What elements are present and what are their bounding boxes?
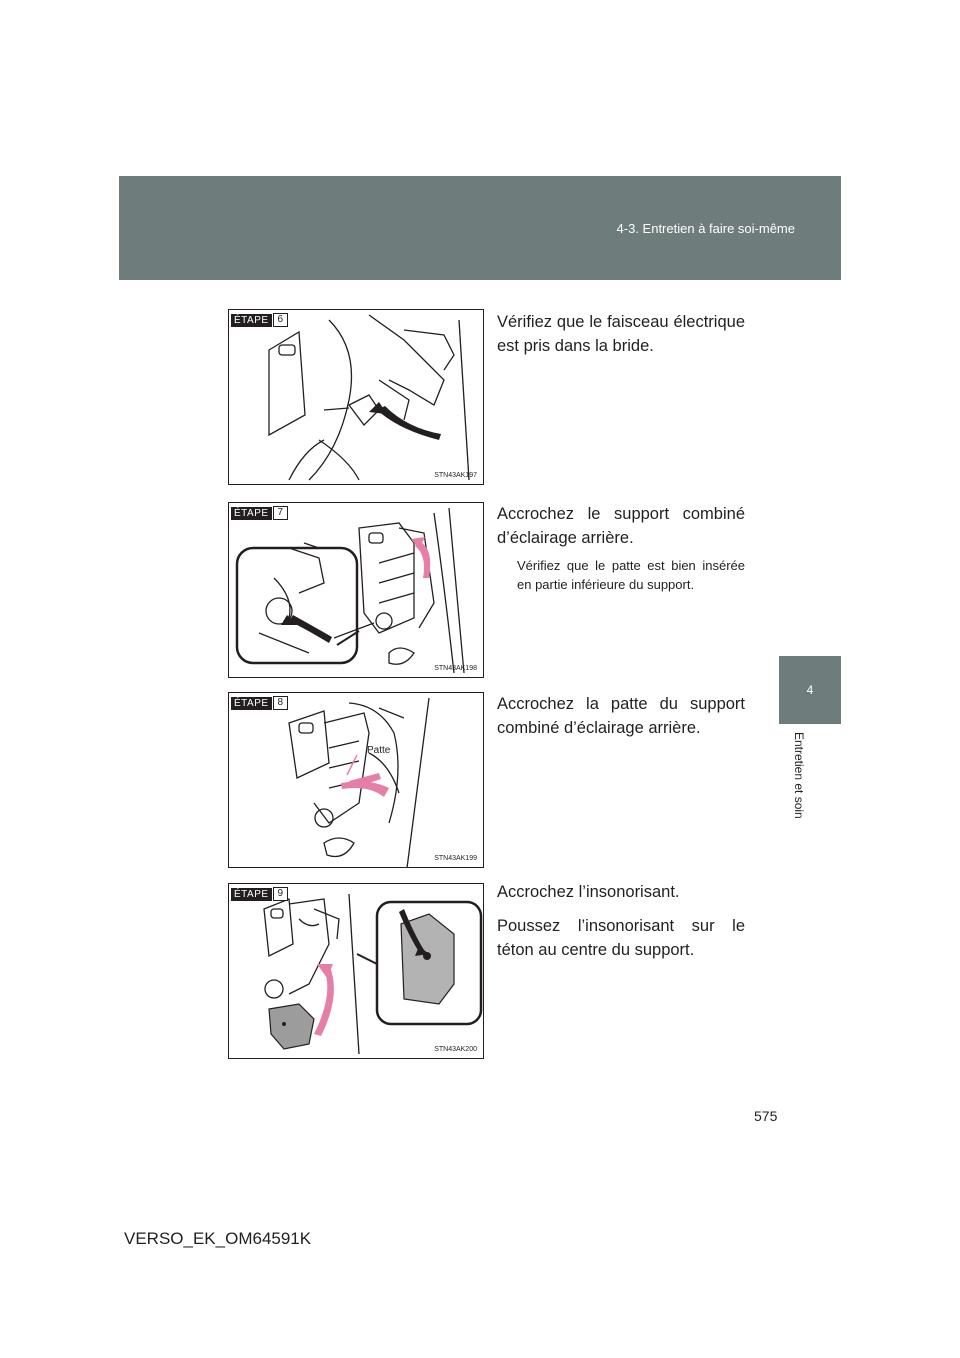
step-badge: ÉTAPE 8 (231, 696, 289, 710)
insulation-drawing (263, 893, 483, 1055)
step-8-illustration: ÉTAPE 8 Patte STN43AK199 (228, 692, 484, 868)
step-badge: ÉTAPE 9 (231, 887, 289, 901)
step-7-illustration: ÉTAPE 7 STN43AK198 (228, 502, 484, 678)
lamp-support-drawing (235, 507, 465, 674)
page-number: 575 (754, 1108, 778, 1124)
patte-callout: Patte (367, 745, 391, 756)
step-6-illustration: ÉTAPE 6 STN43AK197 (228, 309, 484, 485)
section-title: 4-3. Entretien à faire soi-même (616, 221, 795, 236)
step-6-instruction: Vérifiez que le faisceau électrique est … (497, 313, 745, 355)
step-7-note: Vérifiez que le patte est bien insérée e… (517, 558, 745, 592)
header-band: 4-3. Entretien à faire soi-même (119, 176, 841, 280)
chapter-tab[interactable]: 4 (779, 656, 841, 724)
illustration-code: STN43AK198 (434, 665, 477, 672)
step-9-instruction-2: Poussez l’insonorisant sur le téton au c… (497, 917, 745, 959)
step-9-instruction: Accrochez l’insonorisant. (497, 883, 680, 901)
chapter-label: Entretien et soin (792, 732, 806, 819)
wire-harness-drawing (268, 314, 470, 481)
step-9-illustration: ÉTAPE 9 STN43AK200 (228, 883, 484, 1059)
document-id: VERSO_EK_OM64591K (124, 1229, 312, 1248)
illustration-code: STN43AK197 (434, 472, 477, 479)
lamp-tab-drawing: Patte (288, 697, 430, 867)
step-badge: ÉTAPE 6 (231, 313, 289, 327)
step-8-instruction: Accrochez la patte du support combiné d’… (497, 695, 745, 737)
chapter-number: 4 (806, 683, 814, 697)
step-7-instruction: Accrochez le support combiné d’éclairage… (497, 505, 745, 547)
illustration-code: STN43AK199 (434, 855, 477, 862)
illustration-code: STN43AK200 (434, 1046, 477, 1053)
step-badge: ÉTAPE 7 (231, 506, 289, 520)
